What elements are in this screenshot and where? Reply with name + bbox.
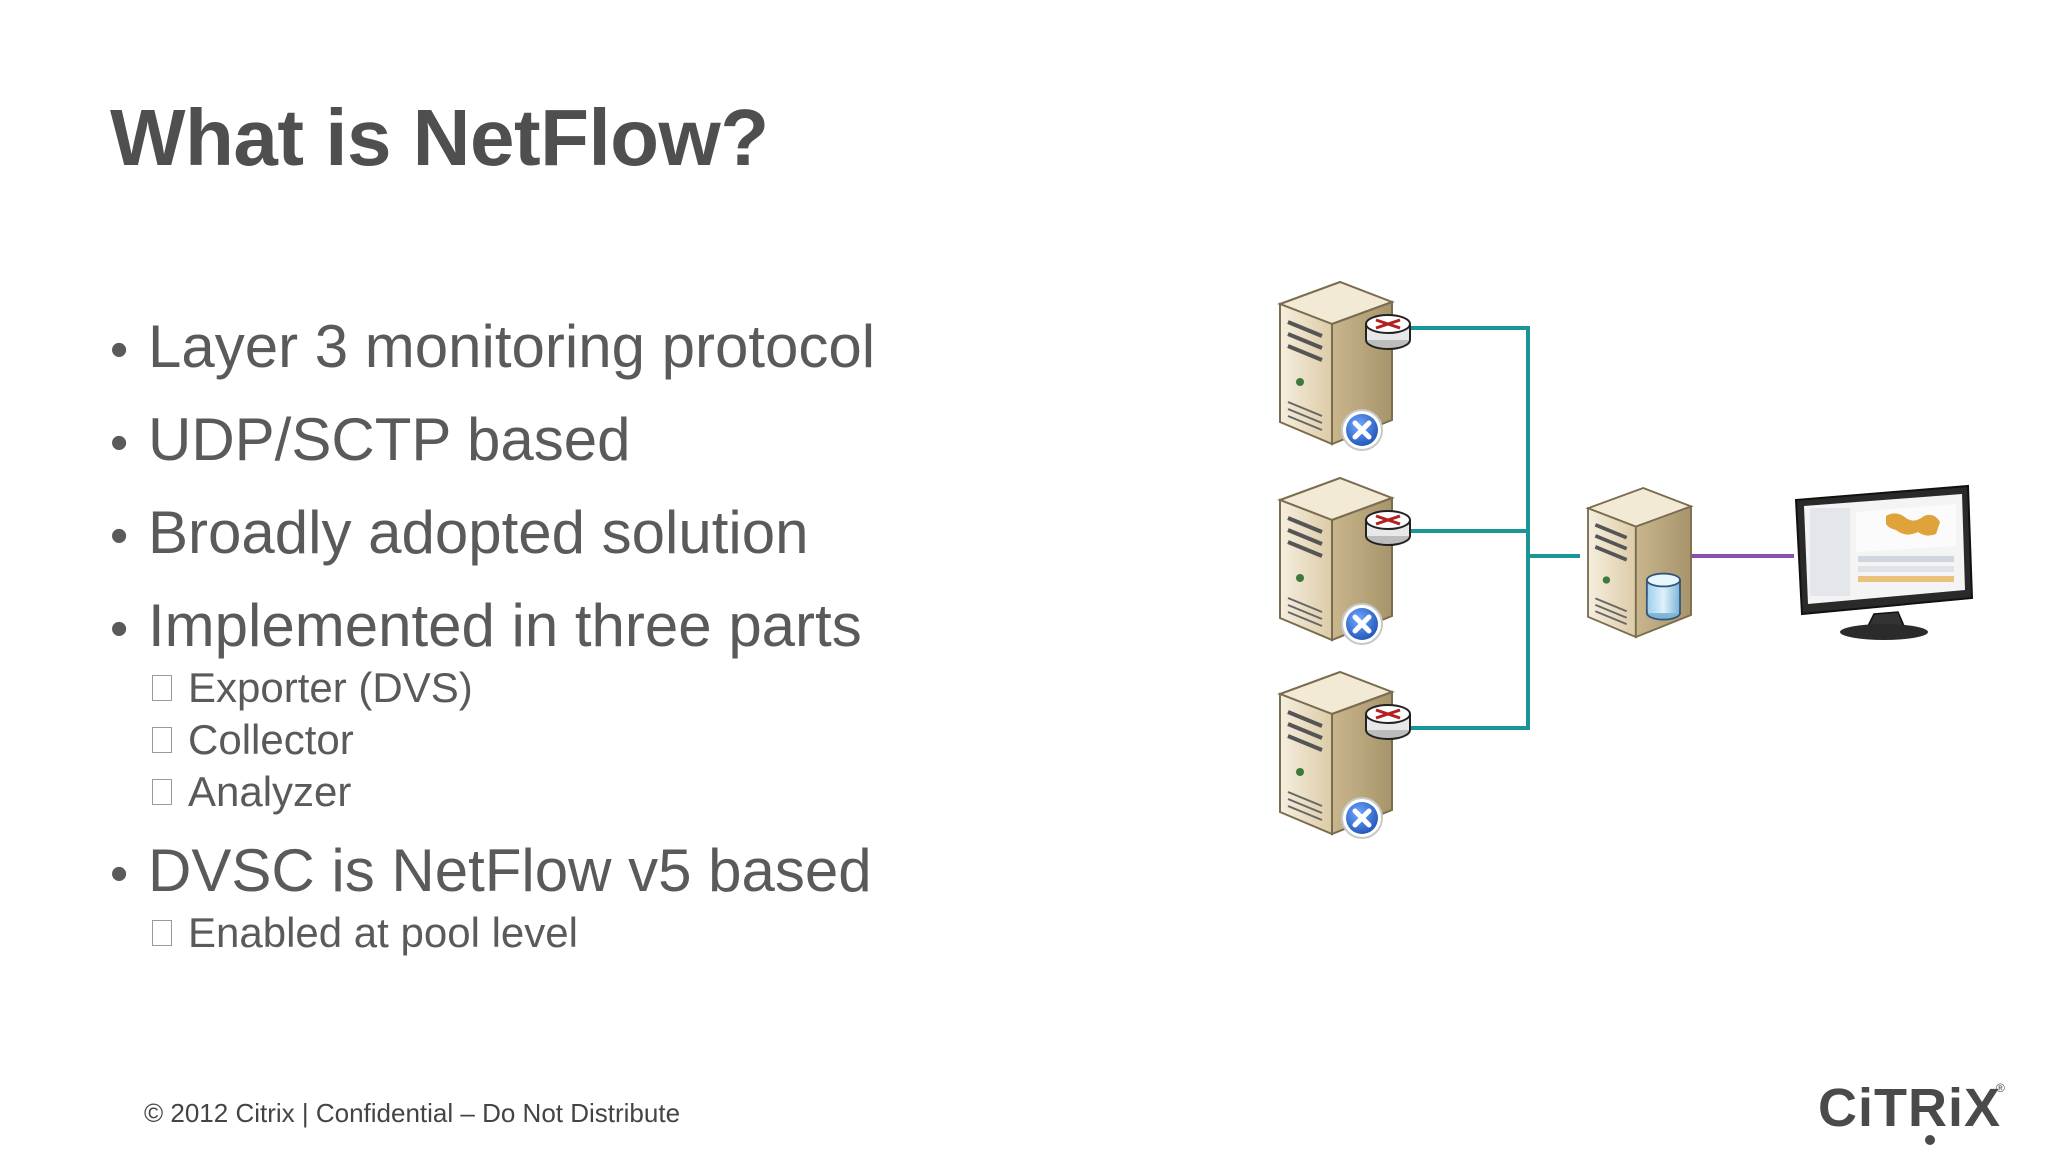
sub-bullet-marker: [152, 727, 172, 753]
sub-bullet-text: Exporter (DVS): [188, 664, 473, 711]
exporter-server-icon: [1278, 280, 1412, 450]
exporter-server-icon: [1278, 476, 1412, 644]
bullet-list: • Layer 3 monitoring protocol • UDP/SCTP…: [110, 312, 1110, 977]
sub-bullet-item: Analyzer: [110, 766, 1110, 818]
sub-bullet-item: Enabled at pool level: [110, 907, 1110, 959]
sub-bullet-marker: [152, 779, 172, 805]
bullet-dot: •: [110, 321, 129, 379]
slide-title: What is NetFlow?: [110, 93, 769, 182]
bullet-text: Implemented in three parts: [148, 592, 862, 659]
exporter-server-icon: [1278, 670, 1412, 838]
database-icon: [1645, 572, 1681, 621]
bullet-dot: •: [110, 600, 129, 658]
citrix-logo: CiTRiX ®: [1818, 1078, 2005, 1145]
footer-copyright: © 2012 Citrix | Confidential – Do Not Di…: [144, 1098, 681, 1128]
sub-bullet-text: Collector: [188, 716, 354, 763]
collector-server-icon: [1586, 486, 1693, 639]
bullet-item: • UDP/SCTP based: [110, 405, 1110, 478]
sub-bullet-marker: [152, 920, 172, 946]
bullet-dot: •: [110, 845, 129, 903]
sub-bullet-text: Enabled at pool level: [188, 909, 578, 956]
bullet-item: • Layer 3 monitoring protocol: [110, 312, 1110, 385]
bullet-dot: •: [110, 414, 129, 472]
svg-text:®: ®: [1996, 1081, 2005, 1095]
bullet-item: • DVSC is NetFlow v5 based: [110, 836, 1110, 909]
bullet-text: Layer 3 monitoring protocol: [148, 313, 876, 380]
teal-connectors: [1410, 326, 1580, 730]
sub-bullet-item: Collector: [110, 714, 1110, 766]
svg-text:CiTRiX: CiTRiX: [1818, 1078, 2001, 1138]
sub-bullet-item: Exporter (DVS): [110, 662, 1110, 714]
bullet-text: UDP/SCTP based: [148, 406, 631, 473]
sub-bullet-marker: [152, 675, 172, 701]
sub-bullet-list: Enabled at pool level: [110, 907, 1110, 959]
sub-bullet-list: Exporter (DVS) Collector Analyzer: [110, 662, 1110, 818]
bullet-dot: •: [110, 507, 129, 565]
bullet-item: • Broadly adopted solution: [110, 498, 1110, 571]
bullet-item: • Implemented in three parts: [110, 591, 1110, 664]
bullet-text: DVSC is NetFlow v5 based: [148, 837, 872, 904]
sub-bullet-text: Analyzer: [188, 768, 352, 815]
analyzer-monitor-icon: [1794, 484, 1974, 640]
netflow-diagram: [1278, 280, 1974, 840]
bullet-text: Broadly adopted solution: [148, 499, 809, 566]
